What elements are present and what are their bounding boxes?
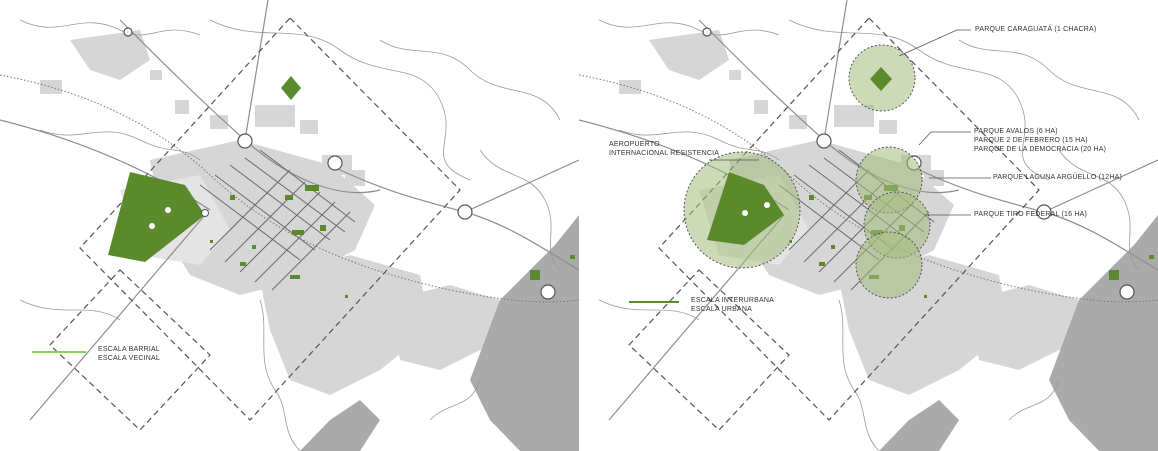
label-democracia: PARQUE DE LA DEMOCRACIA (20 Ha) xyxy=(974,146,1107,153)
legend-urbana: ESCALA URBANA xyxy=(691,306,752,313)
legend-line-barrial xyxy=(32,351,86,353)
caraguata-park xyxy=(281,76,301,100)
airport-green-zone xyxy=(707,172,784,245)
map-left-canvas xyxy=(0,0,579,451)
legend-vecinal: ESCALA VECINAL xyxy=(98,355,160,362)
map-right-canvas xyxy=(579,0,1158,451)
label-caraguata: PARQUE CARAGUATÁ (1 CHACRA) xyxy=(975,26,1097,33)
label-febrero: PARQUE 2 DE FEBRERO (15 Ha) xyxy=(974,137,1088,144)
label-aeropuerto-line1: AEROPUERTO xyxy=(609,141,660,148)
label-avalos: PARQUE AVALOS (6 Ha) xyxy=(974,128,1058,135)
legend-line-interurbana xyxy=(629,301,679,303)
legend-interurbana: ESCALA INTERURBANA xyxy=(691,297,774,304)
label-tiro: PARQUE TIRO FEDERAL (16 Ha) xyxy=(974,211,1088,218)
label-aeropuerto-line2: INTERNACIONAL RESISTENCIA xyxy=(609,150,720,157)
airport-green-zone xyxy=(108,172,205,262)
influence-tiro xyxy=(855,231,923,299)
caraguata-park xyxy=(870,67,892,91)
map-left: ESCALA BARRIAL ESCALA VECINAL xyxy=(0,0,579,451)
label-laguna: PARQUE LAGUNA ARGÜELLO (12Ha) xyxy=(993,174,1122,181)
map-right: PARQUE CARAGUATÁ (1 CHACRA) PARQUE AVALO… xyxy=(579,0,1158,451)
legend-barrial: ESCALA BARRIAL xyxy=(98,346,160,353)
